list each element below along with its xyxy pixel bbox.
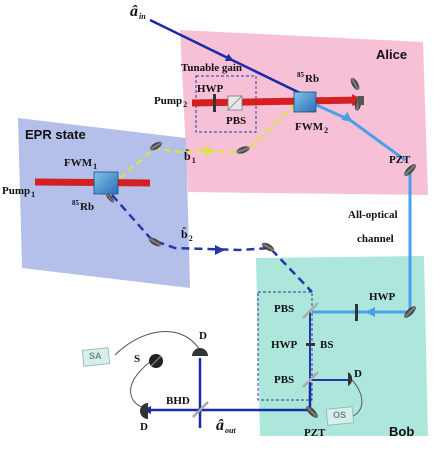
pzt-bottom-label: PZT: [304, 427, 326, 439]
b1-beam: [119, 99, 301, 179]
mirror-alice-bottom: [236, 146, 250, 154]
a-out-label: âout: [216, 417, 236, 435]
probe-beam-2: [341, 111, 406, 162]
d-top-label: D: [199, 330, 207, 342]
hwp-alice-label: HWP: [197, 83, 224, 95]
mirror-pzt-top: [403, 163, 417, 177]
b1-label: b̂1: [184, 149, 196, 165]
detector-left-d: [140, 403, 148, 419]
pbs-bob-top-splitter: [302, 302, 319, 319]
cable-d-s: [114, 331, 201, 356]
fwm1-label: FWM1: [64, 157, 98, 171]
pump1-label: Pump1: [2, 185, 36, 199]
hwp-bob-mid-plate: [306, 343, 315, 346]
d-right-label: D: [354, 368, 362, 380]
mirror-epr-top: [149, 141, 163, 151]
bs-label: BS: [320, 339, 334, 351]
rb-fwm1-label: 85Rb: [72, 199, 95, 213]
mirror-alice-right: [350, 77, 360, 91]
sa-box: [81, 347, 111, 367]
fwm2-label: FWM2: [295, 121, 329, 135]
alice-label: Alice: [376, 47, 408, 62]
a-in-beam-2: [231, 58, 301, 95]
bhd-label: BHD: [166, 395, 190, 407]
s-element-bar: [150, 355, 162, 367]
rb-fwm2-label: 85Rb: [297, 71, 320, 85]
a-in-label: âin: [130, 3, 146, 21]
d-left-label: D: [140, 421, 148, 433]
pump2-label: Pump2: [154, 95, 188, 109]
bob-label: Bob: [389, 424, 415, 439]
alice-region: [180, 30, 428, 195]
mirror-b2-right: [261, 242, 275, 252]
os-box: [325, 406, 355, 426]
hwp-bob-label: HWP: [369, 291, 396, 303]
epr-region: [18, 118, 190, 288]
pzt-top-label: PZT: [389, 154, 411, 166]
os-label: OS: [333, 410, 347, 420]
hwp-alice-plate: [213, 94, 216, 112]
pbs-bob-top-label: PBS: [274, 303, 295, 315]
detector-right-d: [348, 372, 353, 386]
b2-beam: [111, 194, 313, 293]
hwp-bob-plate: [355, 304, 358, 321]
bhd-splitter: [192, 401, 209, 418]
all-optical-label: All-optical: [348, 209, 398, 221]
sa-label: SA: [89, 351, 102, 361]
fwm2-cell: [293, 91, 317, 113]
beam-dump-pump2: [358, 96, 364, 105]
b2-label: b̂2: [181, 227, 193, 243]
mirror-epr-bottom: [148, 237, 162, 247]
hwp-bob-mid-label: HWP: [271, 339, 298, 351]
fwm1-cell: [93, 171, 119, 195]
channel-label: channel: [357, 233, 394, 245]
bob-region: [256, 256, 428, 436]
tunable-gain-label: Tunable gain: [181, 62, 243, 74]
pbs-bob-bottom-label: PBS: [274, 374, 295, 386]
pbs-bob-bottom-splitter: [302, 371, 319, 388]
epr-state-label: EPR state: [25, 127, 86, 142]
pbs-alice-label: PBS: [226, 115, 247, 127]
a-in-beam: [149, 18, 234, 62]
pump1-beam: [34, 178, 151, 187]
mirror-pzt-bottom: [305, 405, 319, 419]
pump2-beam: [191, 94, 364, 107]
pbs-alice-diagonal: [227, 95, 243, 111]
mirror-bob-corner: [403, 305, 417, 319]
cable-s-d: [130, 361, 151, 409]
s-label: S: [134, 353, 141, 365]
detector-top-d: [192, 348, 208, 356]
mirror-epr-left: [105, 193, 115, 203]
